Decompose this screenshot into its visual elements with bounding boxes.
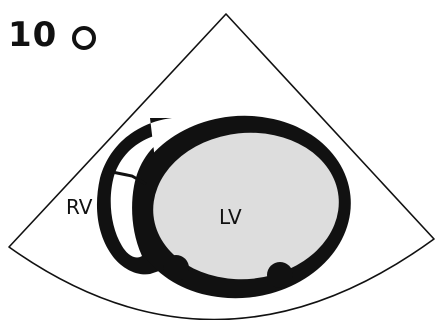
- view-number: 10: [8, 18, 57, 52]
- circle-outline-icon: [72, 26, 96, 50]
- lv-label: LV: [219, 207, 242, 227]
- papillary-muscle-left: [163, 255, 189, 281]
- papillary-muscle-right: [267, 262, 293, 288]
- rv-label: RV: [66, 197, 92, 217]
